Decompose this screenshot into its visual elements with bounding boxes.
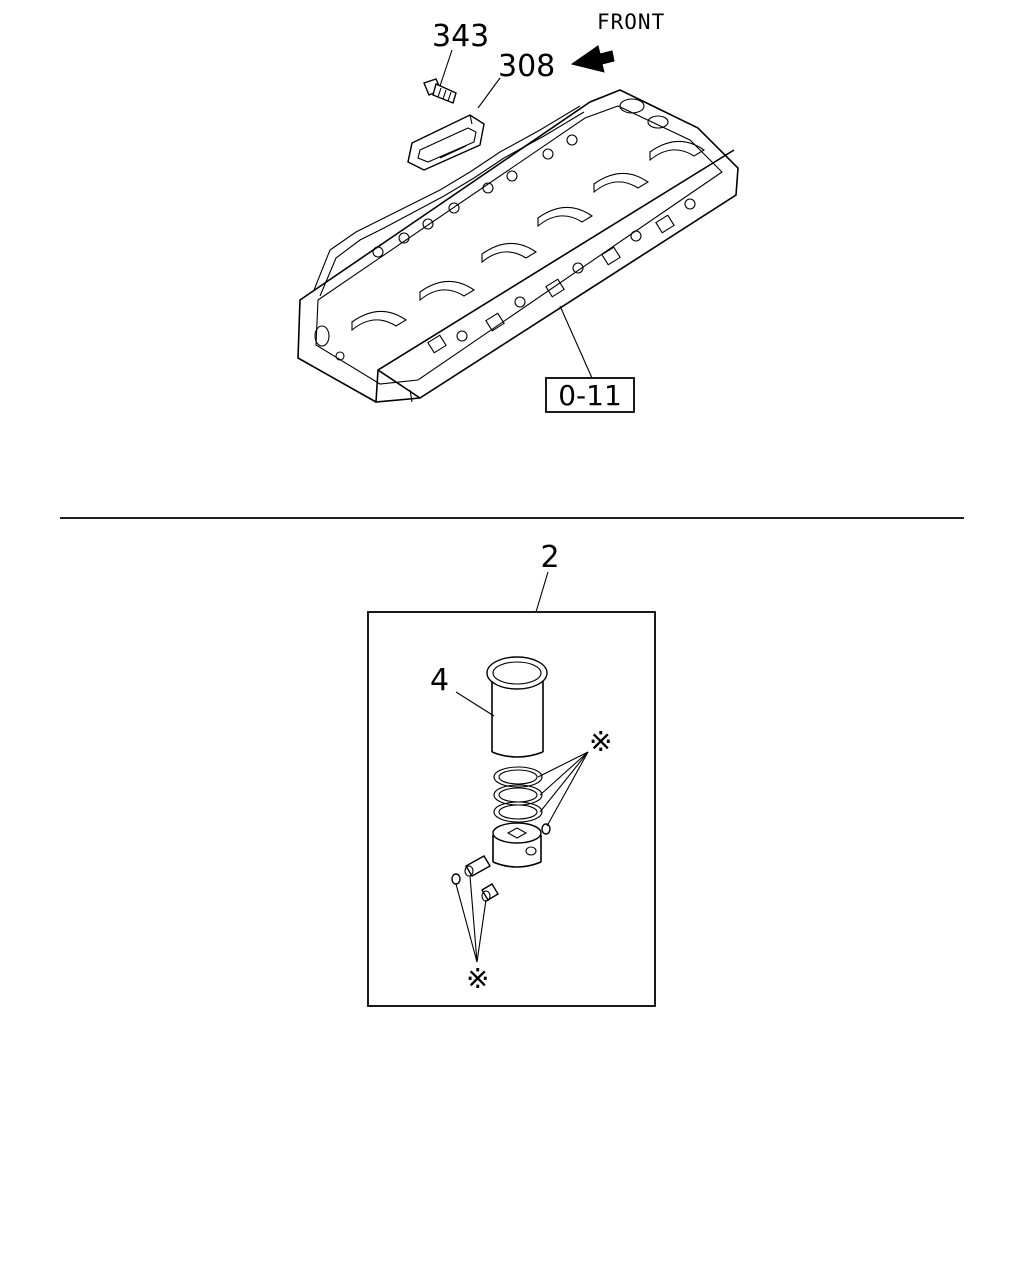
- callout-308-leader: [477, 77, 501, 109]
- piston-part: [492, 822, 542, 868]
- reference-leader: [559, 305, 593, 379]
- reference-box-label: 0-11: [558, 379, 622, 412]
- reference-box: [545, 377, 635, 413]
- piston-rings-part: [493, 766, 543, 823]
- kit-mark-upper-leaders: [537, 751, 589, 827]
- kit-mark-lower-leaders: [455, 875, 487, 963]
- bracket-part-icon: [407, 114, 485, 171]
- kit-frame: [367, 611, 656, 1007]
- pin-clip-left-part: [451, 873, 461, 885]
- kit-mark-upper: ※: [589, 725, 612, 758]
- kit-callout: 2: [540, 540, 559, 575]
- callout-343: 343: [432, 19, 489, 54]
- cylinder-liner-part: [486, 656, 548, 758]
- callout-308: 308: [498, 49, 555, 84]
- part-callout-4: 4: [430, 663, 449, 698]
- upper-view: FRONT 343 308: [297, 10, 739, 413]
- bolt-part-icon: [423, 78, 457, 104]
- piston-pin-part: [464, 855, 491, 877]
- callout-343-leader: [439, 49, 453, 87]
- lower-view: 2 4: [367, 540, 656, 1007]
- front-direction-label: FRONT: [597, 10, 665, 34]
- cylinder-head-illustration: [297, 89, 739, 403]
- piston-clip-part: [541, 823, 551, 835]
- part-callout-4-leader: [455, 691, 495, 717]
- kit-callout-leader: [535, 571, 549, 613]
- pin-bushing-part: [481, 883, 499, 902]
- front-arrow-icon: [570, 45, 615, 73]
- kit-mark-lower: ※: [466, 962, 489, 995]
